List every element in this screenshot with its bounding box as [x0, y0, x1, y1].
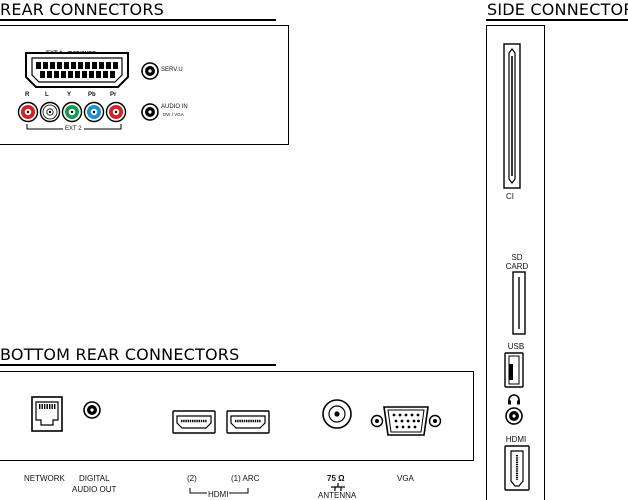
rca-jack-l	[39, 101, 61, 123]
serv-u-jack	[141, 62, 159, 80]
ext2-label: EXT 2	[63, 126, 84, 132]
sd-label-2: CARD	[505, 262, 529, 271]
antenna-value: 75 Ω	[327, 474, 345, 483]
sd-card-slot	[512, 271, 526, 335]
hdmi-1-arc-port	[226, 410, 270, 434]
serv-u-label: SERV.U	[161, 67, 183, 73]
network-port	[31, 396, 63, 432]
digital-audio-label-2: AUDIO OUT	[72, 485, 117, 494]
side-connectors-heading: SIDE CONNECTORS	[487, 0, 628, 19]
rca-label-pb: Pb	[88, 92, 96, 98]
sd-label-1: SD	[511, 253, 523, 262]
ci-label: CI	[506, 192, 514, 201]
side-hdmi-port	[504, 445, 530, 491]
rca-label-r: R	[25, 92, 30, 98]
usb-label: USB	[507, 342, 525, 351]
rca-jack-r	[17, 101, 39, 123]
headphone-jack	[505, 407, 523, 425]
scart-connector	[25, 52, 129, 88]
rca-label-pr: Pr	[110, 92, 117, 98]
rca-jack-pr	[105, 101, 127, 123]
rca-label-l: L	[45, 92, 49, 98]
vga-label: VGA	[397, 474, 414, 483]
audio-in-sublabel: DVI / VGA	[163, 112, 184, 117]
rear-connectors-heading: REAR CONNECTORS	[0, 0, 164, 19]
rca-jack-pb	[83, 101, 105, 123]
antenna-connector	[322, 399, 352, 429]
antenna-label: ANTENNA	[318, 491, 357, 500]
audio-in-label: AUDIO IN	[161, 104, 188, 110]
bottom-rear-connectors-heading: BOTTOM REAR CONNECTORS	[0, 345, 240, 364]
side-connectors-underline	[486, 19, 628, 21]
rear-connectors-underline	[0, 19, 276, 21]
bottom-rear-connectors-underline	[0, 364, 276, 366]
digital-audio-label-1: DIGITAL	[79, 474, 110, 483]
antenna-icon	[331, 483, 345, 491]
hdmi-1-arc-label: (1) ARC	[231, 474, 260, 483]
headphones-icon	[508, 394, 520, 405]
vga-port	[370, 406, 442, 436]
side-hdmi-label: HDMI	[505, 435, 527, 444]
hdmi-2-label: (2)	[187, 474, 197, 483]
digital-audio-out-jack	[83, 401, 101, 419]
rca-jacks	[17, 101, 127, 123]
usb-port	[504, 352, 524, 388]
audio-in-jack	[141, 103, 159, 121]
hdmi-2-port	[172, 410, 216, 434]
rca-jack-y	[61, 101, 83, 123]
ci-slot	[503, 43, 521, 189]
hdmi-group-label: HDMI	[207, 490, 230, 499]
network-label: NETWORK	[24, 474, 65, 483]
rca-label-y: Y	[67, 92, 72, 98]
